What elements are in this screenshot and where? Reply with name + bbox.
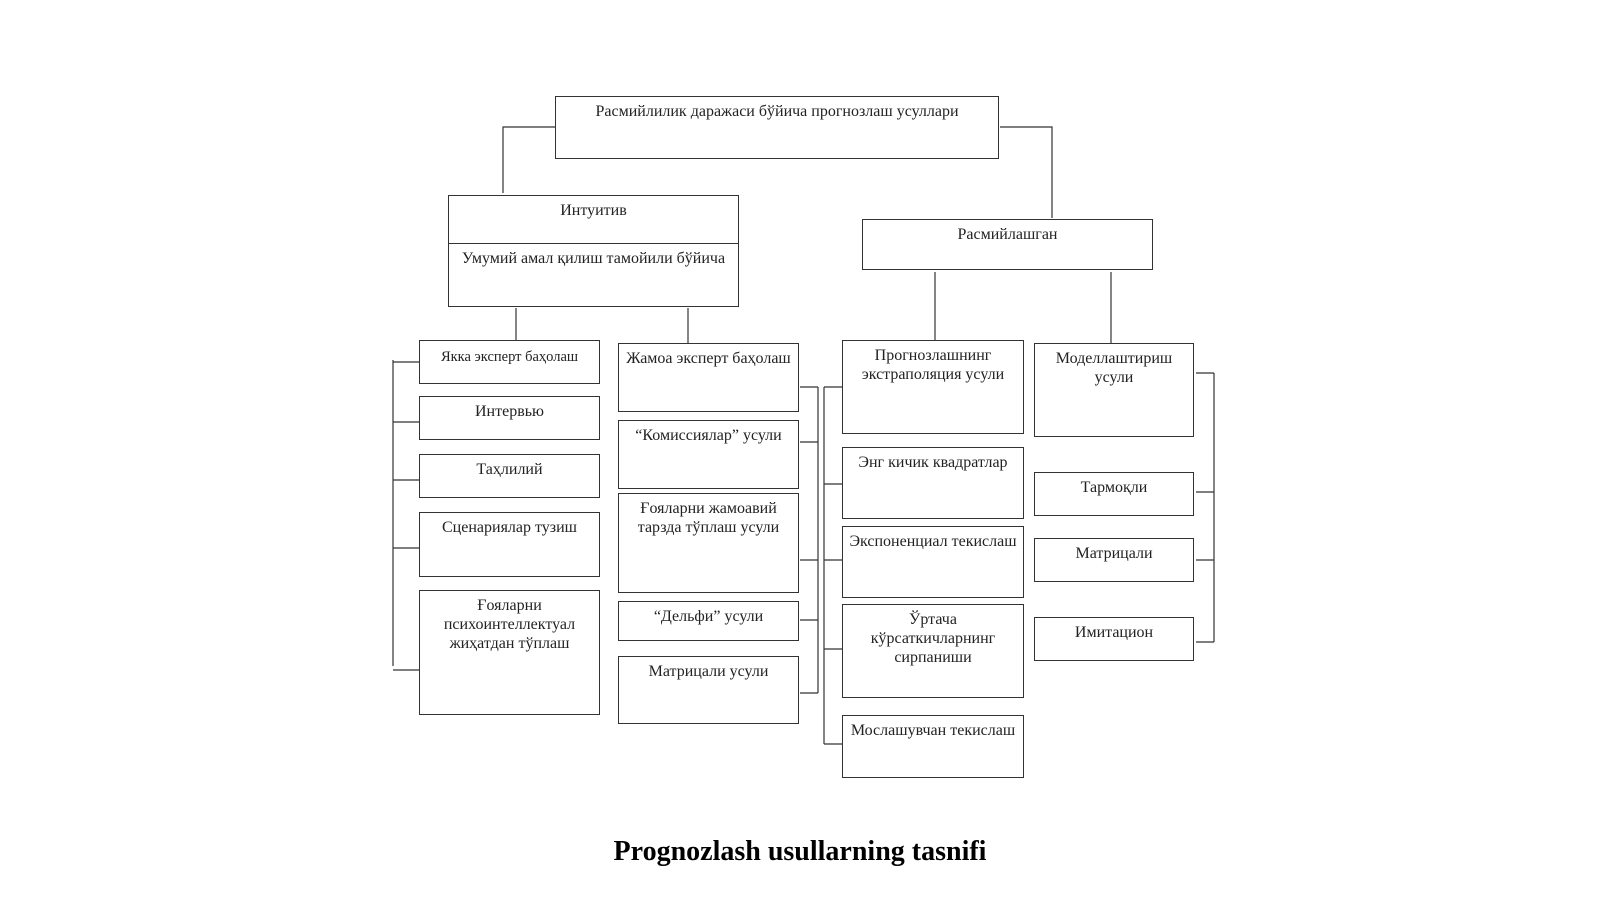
extrapolation-item-1: Прогнозлашнинг экстраполяция усули [842, 340, 1024, 434]
modeling-item-4: Имитацион [1034, 617, 1194, 661]
collective-item-4: “Дельфи” усули [618, 601, 799, 641]
extrapolation-item-3: Экспоненциал текислаш [842, 526, 1024, 598]
individual-item-2: Интервью [419, 396, 600, 440]
formal-title: Расмийлашган [957, 226, 1058, 243]
intuitive-title: Интуитив [560, 202, 627, 219]
intuitive-box: Интуитив Умумий амал қилиш тамойили бўйи… [448, 195, 739, 307]
bracket-collective [800, 386, 819, 694]
extrapolation-item-4: Ўртача кўрсаткичларнинг сирпаниши [842, 604, 1024, 698]
collective-item-5: Матрицали усули [618, 656, 799, 724]
collective-item-2: “Комиссиялар” усули [618, 420, 799, 489]
individual-item-1: Якка эксперт баҳолаш [419, 340, 600, 384]
modeling-item-3: Матрицали [1034, 538, 1194, 582]
bracket-modeling [1196, 372, 1215, 643]
individual-item-5: Ғояларни психоинтеллектуал жиҳатдан тўпл… [419, 590, 600, 715]
intuitive-divider [449, 243, 738, 244]
connector-root-intuitive [502, 126, 555, 193]
modeling-item-2: Тармоқли [1034, 472, 1194, 516]
connector-root-formal [1000, 126, 1053, 218]
individual-item-3: Таҳлилий [419, 454, 600, 498]
bracket-individual [392, 360, 419, 671]
root-label: Расмийлилик даражаси бўйича прогнозлаш у… [595, 103, 959, 120]
root-box: Расмийлилик даражаси бўйича прогнозлаш у… [555, 96, 999, 159]
formal-box: Расмийлашган [862, 219, 1153, 270]
collective-item-3: Ғояларни жамоавий тарзда тўплаш усули [618, 493, 799, 593]
individual-item-4: Сценариялар тузиш [419, 512, 600, 577]
bracket-extrapolation [823, 386, 842, 745]
intuitive-subtitle: Умумий амал қилиш тамойили бўйича [461, 250, 726, 267]
extrapolation-item-5: Мослашувчан текислаш [842, 715, 1024, 778]
extrapolation-item-2: Энг кичик квадратлар [842, 447, 1024, 519]
modeling-item-1: Моделлаштириш усули [1034, 343, 1194, 437]
collective-item-1: Жамоа эксперт баҳолаш [618, 343, 799, 412]
diagram-caption: Prognozlash usullarning tasnifi [613, 836, 987, 867]
